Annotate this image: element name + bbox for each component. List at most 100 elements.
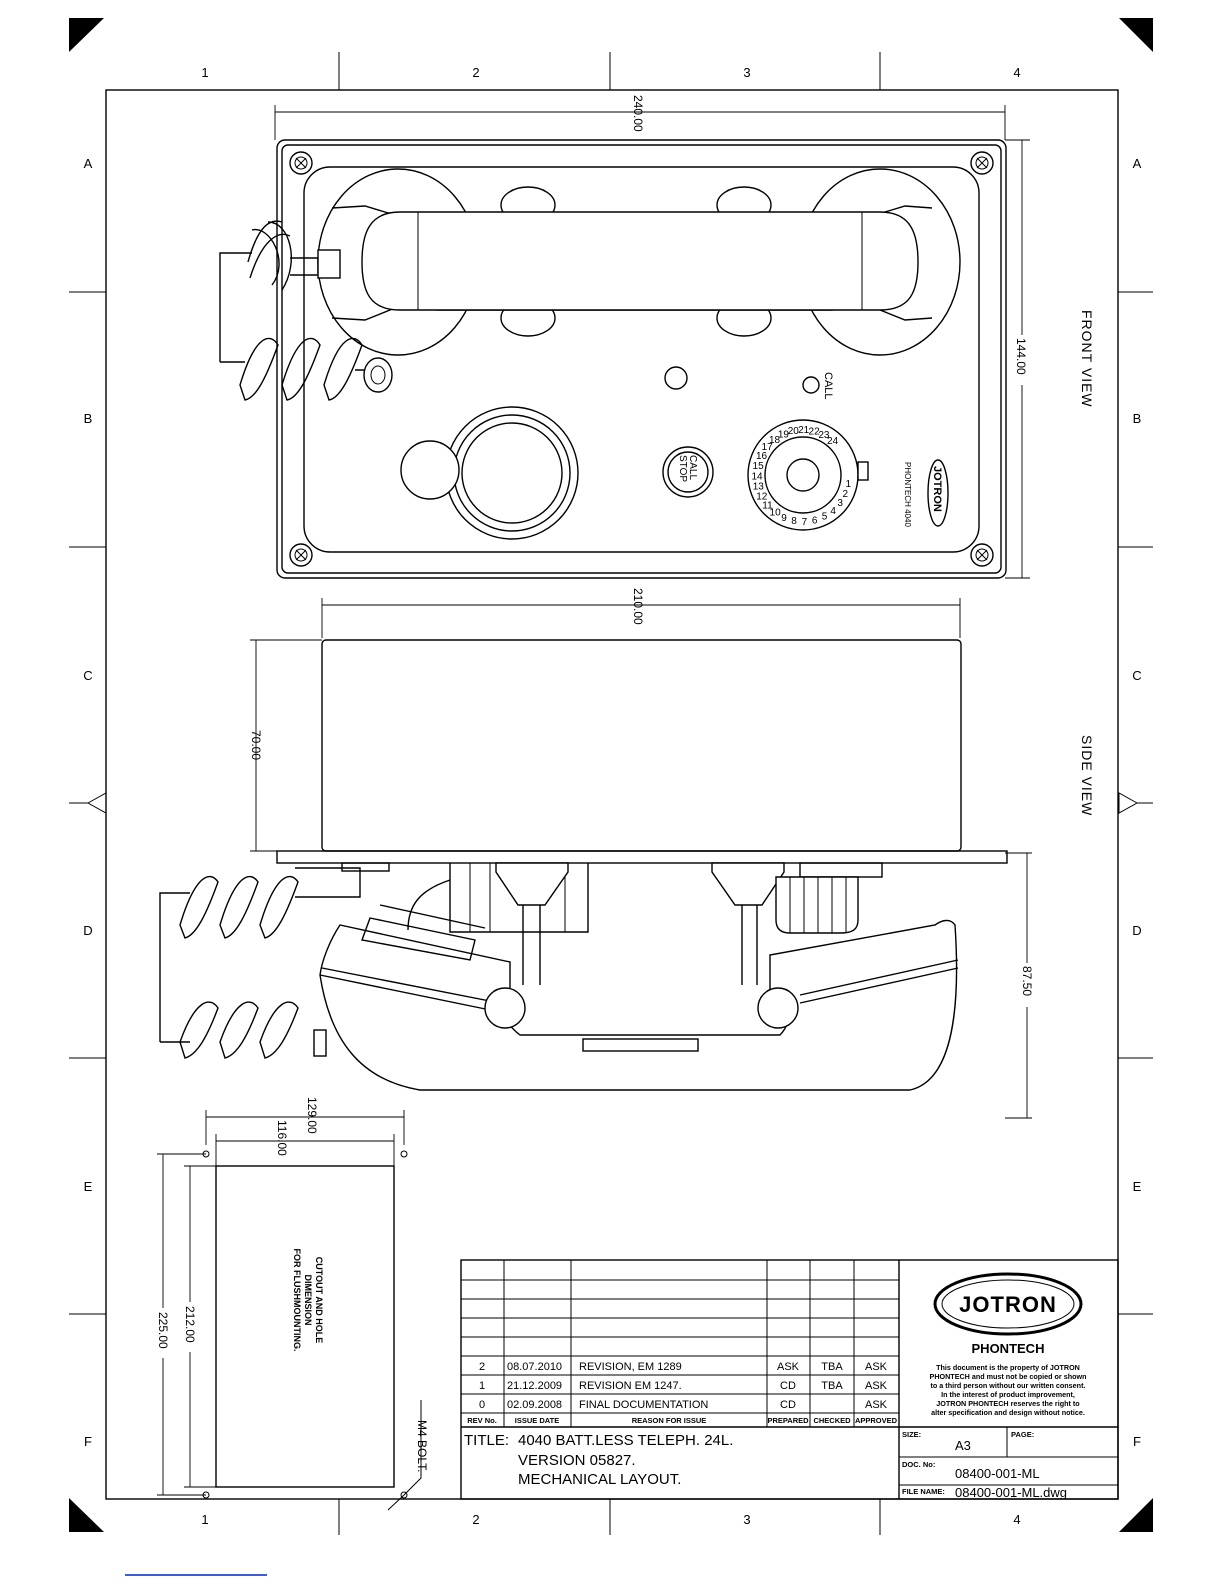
dim-cutout-outer-w: 129.00 — [305, 1097, 319, 1134]
indicator-lamp-icon — [664, 366, 688, 390]
size-label: SIZE: — [902, 1430, 921, 1439]
rev-row-3-approved: ASK — [865, 1399, 888, 1411]
notice-line-2: PHONTECH and must not be copied or shown — [930, 1372, 1087, 1381]
row-label-right-d: D — [1132, 923, 1141, 938]
dim-front-width: 240.00 — [631, 95, 645, 132]
rev-row-1-reason: REVISION, EM 1289 — [579, 1361, 682, 1373]
rev-row-2-reason: REVISION EM 1247. — [579, 1380, 682, 1392]
dial-number: 24 — [827, 436, 839, 447]
col-label-bottom-1: 1 — [201, 1512, 208, 1527]
rev-row-2-date: 21.12.2009 — [507, 1380, 562, 1392]
dial-number: 1 — [846, 479, 852, 490]
dial-number: 4 — [830, 506, 836, 517]
doc-value: 08400-001-ML — [955, 1466, 1040, 1481]
dial-number: 21 — [798, 425, 810, 436]
row-label-right-a: A — [1133, 156, 1142, 171]
dial-number: 6 — [812, 516, 818, 527]
dial-number: 14 — [751, 471, 763, 482]
file-label: FILE NAME: — [902, 1487, 945, 1496]
side-view-label: SIDE VIEW — [1079, 735, 1095, 816]
rev-row-3-reason: FINAL DOCUMENTATION — [579, 1399, 708, 1411]
coiled-cord-side — [159, 867, 361, 1059]
dial-number: 5 — [822, 512, 828, 523]
col-label-bottom-2: 2 — [472, 1512, 479, 1527]
dial-number: 13 — [753, 482, 765, 493]
row-label-left-b: B — [84, 411, 93, 426]
rev-row-3-prepared: CD — [780, 1399, 796, 1411]
row-label-left-c: C — [83, 668, 92, 683]
call-lamp-icon — [802, 376, 820, 394]
jotron-logo-small-text: JOTRON — [931, 466, 943, 512]
rev-row-1-approved: ASK — [865, 1361, 888, 1373]
rev-header-date: ISSUE DATE — [515, 1416, 559, 1425]
rev-row-3-rev: 0 — [479, 1399, 485, 1411]
rev-row-2-rev: 1 — [479, 1380, 485, 1392]
rev-header-checked: CHECKED — [813, 1416, 851, 1425]
notice-line-5: JOTRON PHONTECH reserves the right to — [936, 1399, 1080, 1408]
dial-number: 9 — [781, 513, 787, 524]
dim-cutout-inner-w: 116.00 — [275, 1120, 289, 1156]
panel-model: PHONTECH 4040 — [903, 462, 912, 527]
col-label-top-2: 2 — [472, 65, 479, 80]
dial-number: 15 — [753, 461, 765, 472]
screw-icon — [289, 151, 313, 175]
jotron-logo-text: JOTRON — [959, 1292, 1057, 1317]
page-label: PAGE: — [1011, 1430, 1034, 1439]
dial-number: 10 — [770, 508, 782, 519]
file-value: 08400-001-ML.dwg — [955, 1485, 1067, 1500]
dial-number: 2 — [843, 489, 849, 500]
rev-header-reason: REASON FOR ISSUE — [632, 1416, 707, 1425]
dim-cutout-inner-h: 212.00 — [183, 1306, 197, 1343]
title-label: TITLE: — [464, 1432, 509, 1449]
dim-cutout-outer-h: 225.00 — [156, 1312, 170, 1349]
row-label-right-c: C — [1132, 668, 1141, 683]
dial-number: 22 — [809, 426, 821, 437]
row-label-left-f: F — [84, 1434, 92, 1449]
row-label-right-b: B — [1133, 411, 1142, 426]
dim-side-depth: 70.00 — [249, 730, 263, 760]
dial-number: 3 — [837, 498, 843, 509]
revision-table: 2 08.07.2010 REVISION, EM 1289 ASK TBA A… — [460, 1259, 1119, 1500]
doc-label: DOC. No: — [902, 1460, 935, 1469]
row-label-left-e: E — [84, 1179, 93, 1194]
dim-side-total: 87.50 — [1020, 966, 1034, 996]
notice-line-1: This document is the property of JOTRON — [936, 1363, 1080, 1372]
dial-number: 16 — [756, 451, 768, 462]
cutout-note-2: DIMENSION — [303, 1274, 313, 1325]
row-label-left-d: D — [83, 923, 92, 938]
rev-row-2-checked: TBA — [821, 1380, 843, 1392]
side-view: 210.00 70.00 87.50 — [159, 588, 1035, 1119]
notice-line-6: alter specification and design without n… — [931, 1408, 1085, 1417]
front-view: 240.00 144.00 — [219, 95, 1030, 579]
row-label-right-e: E — [1133, 1179, 1142, 1194]
cutout-note-1: CUTOUT AND HOLE — [314, 1257, 324, 1344]
dial-number: 19 — [778, 429, 790, 440]
coiled-cord-front — [219, 220, 393, 401]
screw-icon — [970, 151, 994, 175]
jotron-logo: JOTRON — [933, 1272, 1083, 1336]
rev-header-prepared: PREPARED — [767, 1416, 809, 1425]
title-line-3: MECHANICAL LAYOUT. — [518, 1471, 681, 1488]
rev-header-rev: REV No. — [467, 1416, 497, 1425]
rev-row-1-rev: 2 — [479, 1361, 485, 1373]
screw-icon — [289, 543, 313, 567]
row-label-left-a: A — [84, 156, 93, 171]
rev-row-2-prepared: CD — [780, 1380, 796, 1392]
title-line-1: 4040 BATT.LESS TELEPH. 24L. — [518, 1432, 733, 1449]
title-line-2: VERSION 05827. — [518, 1452, 636, 1469]
rev-header-approved: APPROVED — [855, 1416, 898, 1425]
dial-number: 11 — [762, 500, 773, 511]
col-label-top-4: 4 — [1013, 65, 1020, 80]
cutout-view: 129.00 116.00 212.00 225.00 CUTOUT AND H… — [156, 1097, 429, 1511]
rev-row-1-date: 08.07.2010 — [507, 1361, 562, 1373]
rev-row-1-prepared: ASK — [777, 1361, 800, 1373]
cutout-note-3: FOR FLUSHMOUNTING. — [292, 1249, 302, 1352]
call-stop-label-1: CALL — [687, 455, 698, 480]
volume-knob-icon — [400, 406, 579, 540]
col-label-top-3: 3 — [743, 65, 750, 80]
size-value: A3 — [955, 1438, 971, 1453]
dial-number: 7 — [802, 517, 808, 528]
handset-front — [317, 168, 961, 356]
